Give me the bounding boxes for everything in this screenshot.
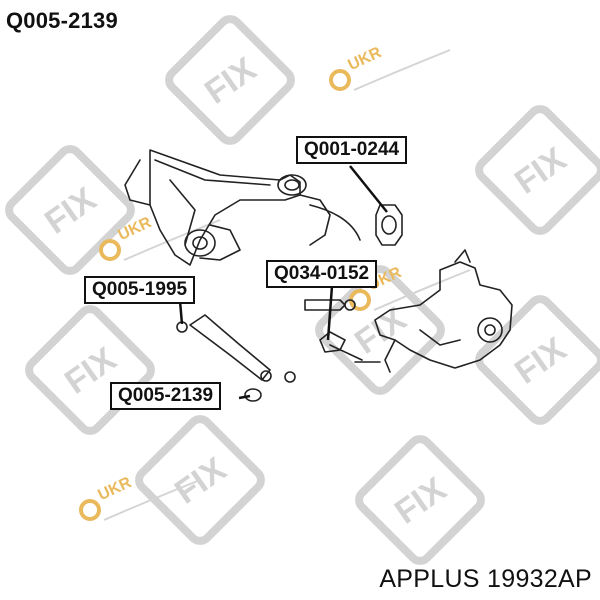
subframe — [124, 149, 361, 266]
bushing-upper — [277, 174, 307, 196]
leader-line — [178, 300, 184, 325]
suspension-parts — [124, 149, 513, 402]
leader-line — [238, 394, 251, 400]
stabilizer-bushing — [375, 204, 403, 246]
footer-part-number: APPLUS 19932AP — [379, 565, 592, 593]
watermark-fix-logo — [165, 15, 295, 145]
watermark-fix-logo — [475, 295, 600, 425]
watermark-fix-logo — [355, 435, 485, 565]
watermark-fix-logo — [25, 305, 155, 435]
part-label-q034-0152: Q034-0152 — [266, 260, 378, 288]
small-bushing — [244, 371, 296, 402]
leader-line — [349, 165, 388, 213]
bushing-lower — [184, 229, 216, 257]
part-label-q001-0244: Q001-0244 — [296, 136, 408, 164]
leader-line — [326, 285, 334, 341]
part-label-q005-2139: Q005-2139 — [110, 382, 222, 410]
stabilizer-link — [304, 299, 381, 363]
lower-control-arm — [176, 314, 272, 382]
watermark-ukr-logo — [329, 41, 452, 92]
part-label-q005-1995: Q005-1995 — [84, 276, 196, 304]
leader-lines — [178, 165, 388, 400]
watermark-fix-logo — [475, 105, 600, 235]
page-title: Q005-2139 — [6, 8, 118, 33]
wheel-knuckle — [374, 249, 513, 373]
